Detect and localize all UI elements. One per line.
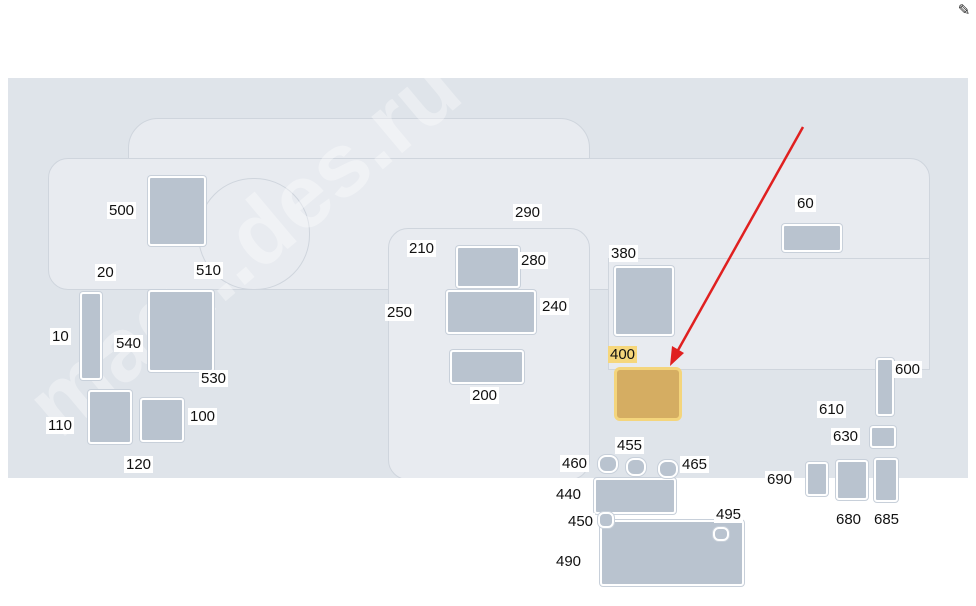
part-685[interactable] bbox=[874, 458, 898, 502]
part-600[interactable] bbox=[876, 358, 894, 416]
label-680[interactable]: 680 bbox=[834, 511, 864, 528]
label-200[interactable]: 200 bbox=[470, 387, 500, 404]
label-280[interactable]: 280 bbox=[519, 252, 549, 269]
label-250[interactable]: 250 bbox=[385, 304, 415, 321]
part-60[interactable] bbox=[782, 224, 842, 252]
part-380[interactable] bbox=[614, 266, 674, 336]
part-400-highlighted[interactable] bbox=[614, 367, 682, 421]
part-100[interactable] bbox=[140, 398, 184, 442]
label-240[interactable]: 240 bbox=[540, 298, 570, 315]
part-455[interactable] bbox=[626, 458, 646, 476]
label-380[interactable]: 380 bbox=[609, 245, 639, 262]
label-540[interactable]: 540 bbox=[114, 335, 144, 352]
part-10[interactable] bbox=[80, 292, 102, 380]
label-630[interactable]: 630 bbox=[831, 428, 861, 445]
label-685[interactable]: 685 bbox=[872, 511, 902, 528]
part-200[interactable] bbox=[450, 350, 524, 384]
part-630[interactable] bbox=[870, 426, 896, 448]
label-60[interactable]: 60 bbox=[795, 195, 816, 212]
part-680[interactable] bbox=[836, 460, 868, 500]
label-450[interactable]: 450 bbox=[566, 513, 596, 530]
label-690[interactable]: 690 bbox=[765, 471, 795, 488]
part-110[interactable] bbox=[88, 390, 132, 444]
label-10[interactable]: 10 bbox=[50, 328, 71, 345]
label-290[interactable]: 290 bbox=[513, 204, 543, 221]
label-500[interactable]: 500 bbox=[107, 202, 137, 219]
label-610[interactable]: 610 bbox=[817, 401, 847, 418]
label-465[interactable]: 465 bbox=[680, 456, 710, 473]
label-110[interactable]: 110 bbox=[46, 417, 74, 434]
part-460[interactable] bbox=[598, 455, 618, 473]
label-20[interactable]: 20 bbox=[95, 264, 116, 281]
part-240[interactable] bbox=[446, 290, 536, 334]
label-440[interactable]: 440 bbox=[554, 486, 584, 503]
label-510[interactable]: 510 bbox=[194, 262, 224, 279]
part-280[interactable] bbox=[456, 246, 520, 288]
label-490[interactable]: 490 bbox=[554, 553, 584, 570]
label-600[interactable]: 600 bbox=[893, 361, 923, 378]
part-690[interactable] bbox=[806, 462, 828, 496]
edit-icon[interactable]: ✎ bbox=[957, 2, 971, 19]
label-400[interactable]: 400 bbox=[608, 346, 638, 363]
label-455[interactable]: 455 bbox=[615, 437, 645, 454]
part-500[interactable] bbox=[148, 176, 206, 246]
part-465[interactable] bbox=[658, 460, 678, 478]
part-495[interactable] bbox=[713, 527, 729, 541]
label-100[interactable]: 100 bbox=[188, 408, 218, 425]
part-530[interactable] bbox=[148, 290, 214, 372]
part-450[interactable] bbox=[598, 512, 614, 528]
label-495[interactable]: 495 bbox=[714, 506, 744, 523]
label-530[interactable]: 530 bbox=[199, 370, 229, 387]
label-460[interactable]: 460 bbox=[560, 455, 590, 472]
label-210[interactable]: 210 bbox=[407, 240, 437, 257]
part-440[interactable] bbox=[594, 478, 676, 514]
label-120[interactable]: 120 bbox=[124, 456, 154, 473]
